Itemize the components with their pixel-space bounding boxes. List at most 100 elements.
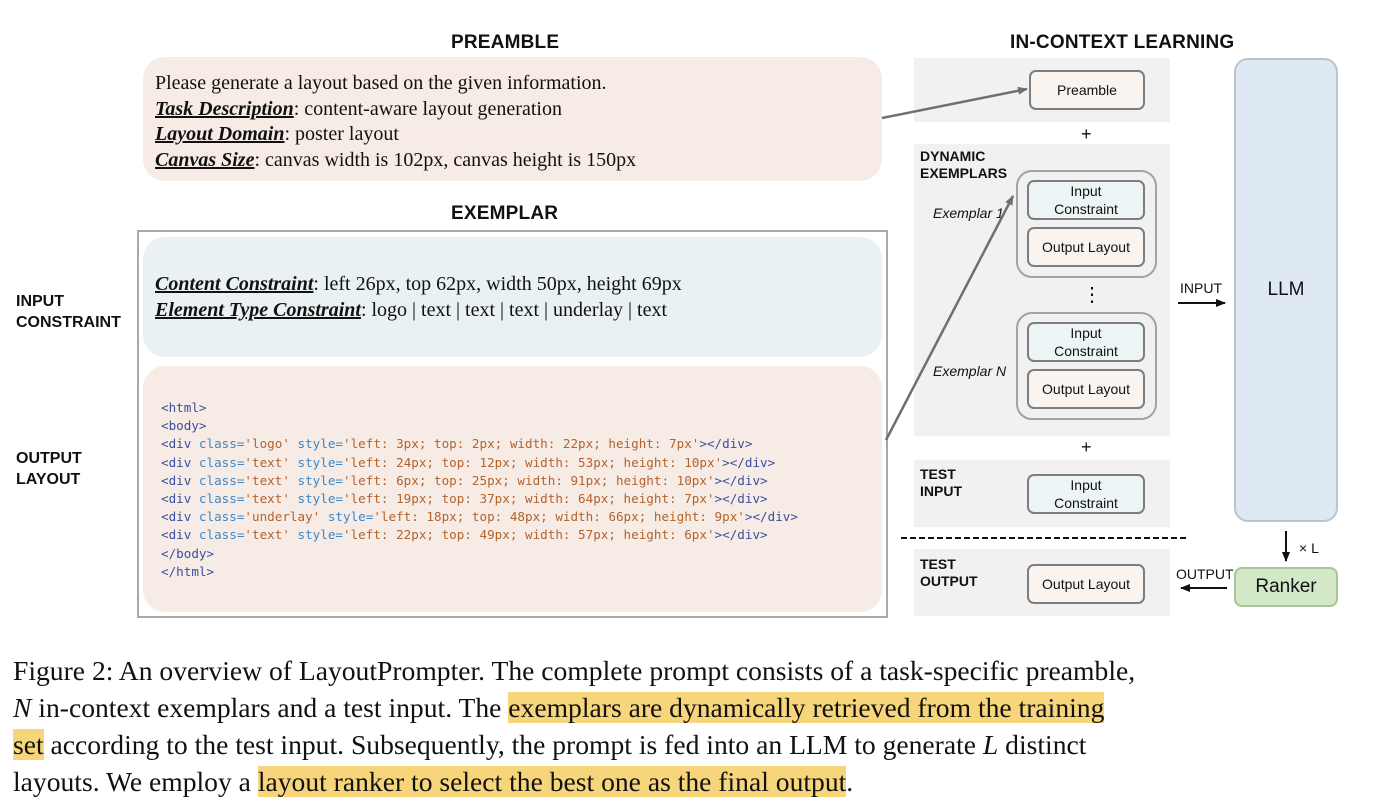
- caption-line-4: layouts. We employ a layout ranker to se…: [13, 763, 1373, 800]
- code-style-value: 'left: 18px; top: 48px; width: 66px; hei…: [373, 509, 745, 525]
- code-div-close: ></div>: [699, 436, 753, 452]
- code-style-attr: style=: [297, 436, 344, 452]
- caption-text-2: in-context exemplars and a test input. T…: [31, 692, 509, 723]
- code-class-attr: class=: [198, 491, 245, 507]
- output-layout-label-line2: LAYOUT: [16, 471, 81, 488]
- code-style-value: 'left: 6px; top: 25px; width: 91px; heig…: [343, 472, 715, 488]
- code-style-value: 'left: 22px; top: 49px; width: 57px; hei…: [343, 527, 715, 543]
- layout-domain-key: Layout Domain: [155, 123, 285, 145]
- element-type-key: Element Type Constraint: [155, 299, 361, 321]
- preamble-line: Please generate a layout based on the gi…: [155, 72, 607, 94]
- code-div-open: <div: [161, 454, 199, 470]
- code-style-value: 'left: 3px; top: 2px; width: 22px; heigh…: [343, 436, 700, 452]
- exemplar-to-group-arrow: [884, 195, 1015, 441]
- plus-sign-1: +: [1081, 124, 1092, 144]
- code-open-html: <html>: [161, 400, 207, 415]
- caption-text-3: according to the test input. Subsequentl…: [43, 729, 983, 760]
- input-constraint-label: INPUT CONSTRAINT: [16, 291, 121, 333]
- code-div-line: <div class='text' style='left: 24px; top…: [161, 454, 882, 472]
- times-l-label: × L: [1299, 540, 1319, 556]
- output-layout-label: OUTPUT LAYOUT: [16, 448, 82, 490]
- preamble-canvas-line: Canvas Size: canvas width is 102px, canv…: [155, 148, 870, 174]
- input-constraint-label-line2: CONSTRAINT: [16, 314, 121, 331]
- canvas-size-value: : canvas width is 102px, canvas height i…: [254, 148, 637, 171]
- code-style-attr: style=: [297, 527, 344, 543]
- preamble-to-node-arrow: [881, 86, 1028, 120]
- code-div-line: <div class='text' style='left: 19px; top…: [161, 490, 882, 508]
- code-div-close: ></div>: [722, 454, 776, 470]
- code-class-value: 'text': [244, 454, 290, 470]
- caption-n: N: [13, 692, 32, 723]
- input-constraint-box: Content Constraint: left 26px, top 62px,…: [143, 237, 882, 357]
- icl-heading: IN-CONTEXT LEARNING: [1010, 32, 1235, 53]
- element-type-value: : logo | text | text | text | underlay |…: [360, 299, 668, 321]
- caption-highlight-1a: exemplars are dynamically retrieved from…: [508, 692, 1105, 723]
- code-style-attr: style=: [297, 454, 344, 470]
- code-div-line: <div class='text' style='left: 22px; top…: [161, 526, 882, 544]
- preamble-node: Preamble: [1029, 70, 1145, 110]
- dynamic-exemplars-label-line1: DYNAMIC: [920, 148, 986, 164]
- input-constraint-label-line1: INPUT: [16, 293, 64, 310]
- caption-highlight-2: layout ranker to select the best one as …: [257, 766, 847, 797]
- code-close-body: </body>: [161, 545, 215, 561]
- code-div-close: ></div>: [744, 509, 798, 525]
- layout-domain-value: : poster layout: [284, 123, 399, 145]
- exemplar-1-input-line1: Input: [1070, 183, 1102, 199]
- output-layout-label-line1: OUTPUT: [16, 450, 82, 467]
- content-constraint-value: : left 26px, top 62px, width 50px, heigh…: [313, 273, 682, 295]
- code-style-attr: style=: [297, 491, 344, 507]
- test-output-label: TEST OUTPUT: [920, 556, 978, 590]
- ranker-block: Ranker: [1234, 567, 1338, 607]
- code-class-attr: class=: [198, 509, 245, 525]
- task-description-value: : content-aware layout generation: [293, 97, 562, 120]
- code-close-html: </html>: [161, 563, 215, 579]
- preamble-domain-line: Layout Domain: poster layout: [155, 122, 870, 148]
- content-constraint-line: Content Constraint: left 26px, top 62px,…: [155, 271, 870, 297]
- code-div-close: ></div>: [714, 491, 768, 507]
- code-div-line: <div class='logo' style='left: 3px; top:…: [161, 435, 882, 453]
- llm-block: LLM: [1234, 58, 1338, 522]
- code-div-open: <div: [161, 436, 199, 452]
- code-div-close: ></div>: [714, 472, 768, 488]
- code-class-attr: class=: [198, 472, 245, 488]
- vertical-ellipsis: ⋮: [1082, 284, 1102, 306]
- exemplar-1-label: Exemplar 1: [933, 205, 1004, 221]
- code-style-value: 'left: 24px; top: 12px; width: 53px; hei…: [343, 454, 723, 470]
- code-style-value: 'left: 19px; top: 37px; width: 64px; hei…: [343, 491, 715, 507]
- code-div-close: ></div>: [714, 527, 768, 543]
- code-class-value: 'text': [244, 527, 290, 543]
- test-input-line1: Input: [1070, 477, 1102, 493]
- exemplar-n-label: Exemplar N: [933, 363, 1007, 379]
- code-class-value: 'text': [244, 491, 290, 507]
- caption-highlight-1b: set: [13, 729, 44, 760]
- connector-arrows: [881, 86, 1290, 592]
- exemplar-n-output-layout-node: Output Layout: [1027, 369, 1145, 409]
- caption-text-6: .: [846, 766, 854, 797]
- element-type-line: Element Type Constraint: logo | text | t…: [155, 297, 870, 323]
- test-input-label: TEST INPUT: [920, 466, 962, 500]
- caption-l: L: [982, 729, 999, 760]
- exemplar-n-input-line1: Input: [1070, 325, 1102, 341]
- code-class-value: 'logo': [244, 436, 290, 452]
- input-arrow-label: INPUT: [1180, 280, 1222, 296]
- caption-text-4: distinct: [998, 729, 1087, 760]
- preamble-task-line: Task Description: content-aware layout g…: [155, 97, 870, 123]
- exemplar-frame: [137, 230, 888, 618]
- output-layout-code-box: <html> <body> <div class='logo' style='l…: [143, 366, 882, 612]
- exemplar-1-input-line2: Constraint: [1054, 201, 1118, 217]
- code-div-line: <div class='text' style='left: 6px; top:…: [161, 472, 882, 490]
- code-div-open: <div: [161, 527, 199, 543]
- preamble-box: Please generate a layout based on the gi…: [143, 57, 882, 181]
- code-div-lines: <div class='logo' style='left: 3px; top:…: [161, 435, 882, 544]
- canvas-size-key: Canvas Size: [155, 148, 255, 171]
- test-input-line2: Constraint: [1054, 495, 1118, 511]
- test-output-layout-node: Output Layout: [1027, 564, 1145, 604]
- code-div-open: <div: [161, 491, 199, 507]
- code-div-open: <div: [161, 472, 199, 488]
- test-output-label-line2: OUTPUT: [920, 573, 978, 589]
- caption-line-2: N in-context exemplars and a test input.…: [13, 689, 1373, 726]
- code-class-attr: class=: [198, 436, 245, 452]
